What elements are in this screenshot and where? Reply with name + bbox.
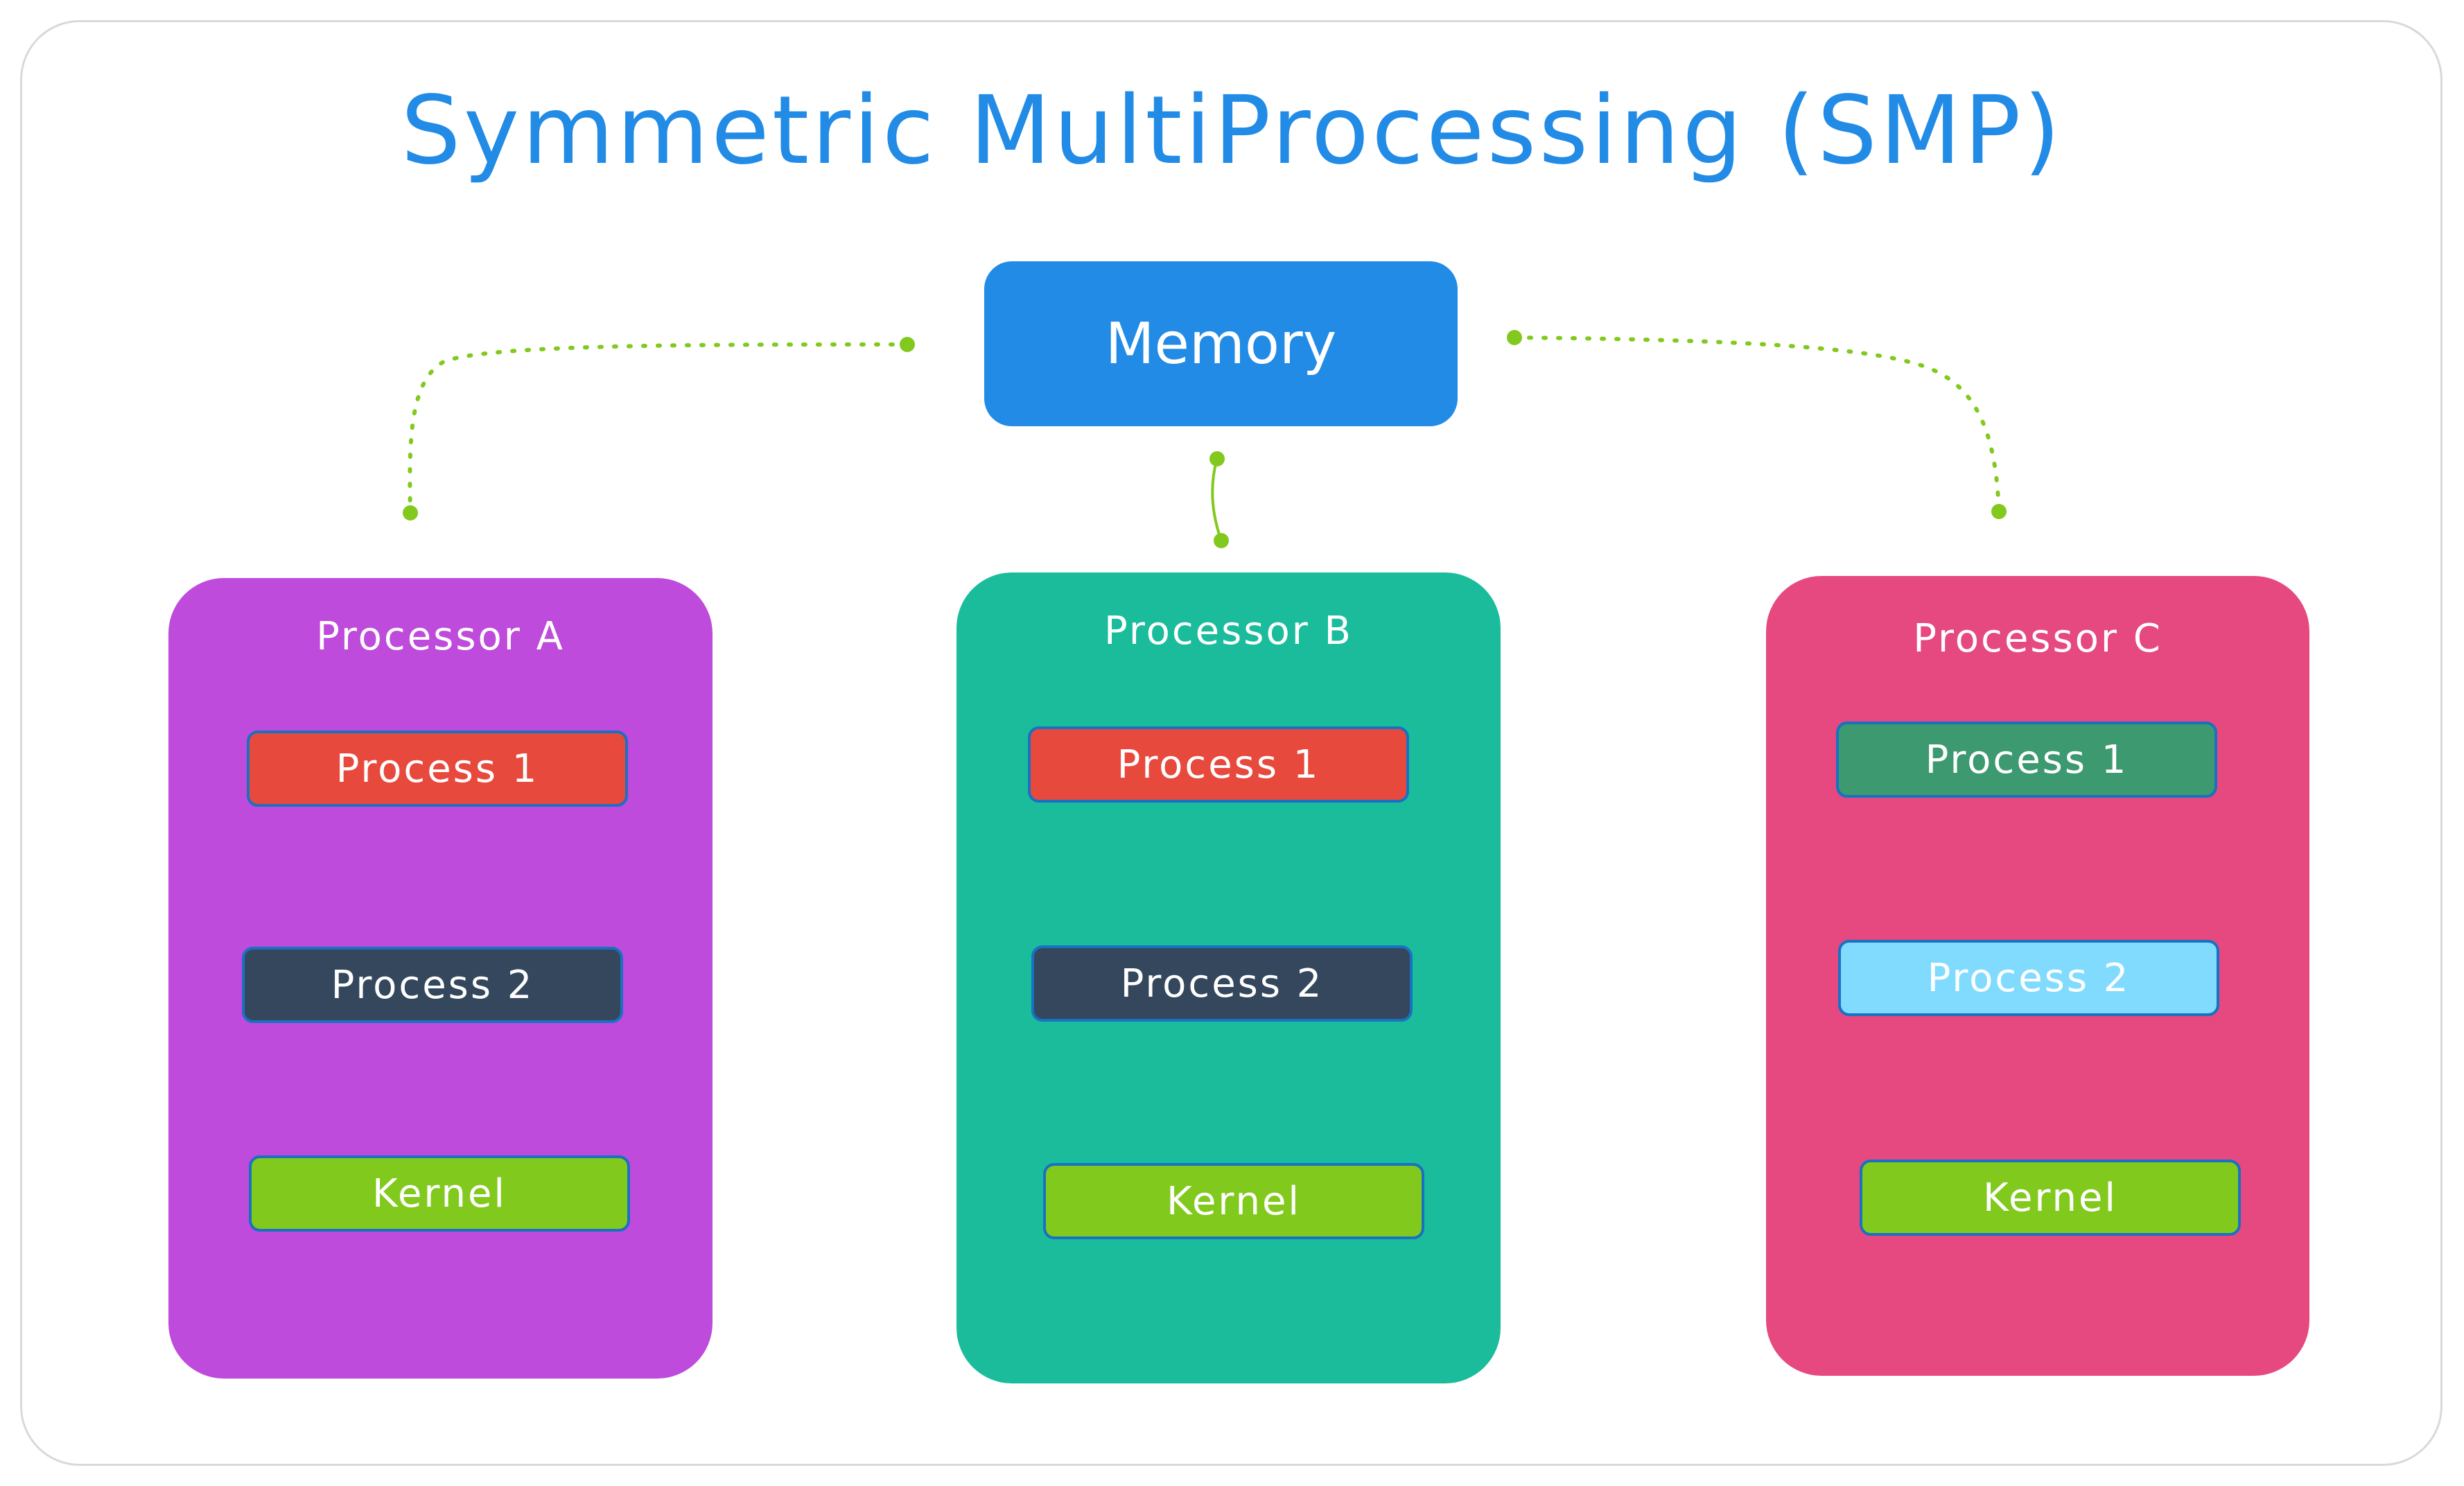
connector-c-end-top <box>1507 330 1522 345</box>
connector-a-end-bottom <box>403 505 418 521</box>
processor-b-process-1: Process 1 <box>1028 726 1409 803</box>
process-label: Process 1 <box>335 746 539 792</box>
processor-b: Processor B Process 1 Process 2 Kernel <box>956 572 1501 1383</box>
kernel-label: Kernel <box>372 1171 507 1216</box>
processor-c-label: Processor C <box>1913 616 2162 661</box>
processor-a-process-1: Process 1 <box>247 731 628 807</box>
process-label: Process 2 <box>1120 961 1324 1006</box>
memory-label: Memory <box>1105 311 1337 377</box>
process-label: Process 2 <box>1927 955 2131 1001</box>
connector-memory-to-processor-b <box>1211 457 1223 542</box>
process-label: Process 1 <box>1925 737 2129 783</box>
process-label: Process 1 <box>1117 742 1320 787</box>
process-label: Process 2 <box>331 962 534 1008</box>
connector-memory-to-processor-a <box>408 342 909 515</box>
processor-a-kernel: Kernel <box>249 1155 630 1232</box>
connector-c-end-bottom <box>1991 504 2007 519</box>
connector-b-end-top <box>1209 451 1225 466</box>
memory-box: Memory <box>984 261 1458 426</box>
connector-memory-to-processor-c <box>1512 335 2001 514</box>
processor-a-label: Processor A <box>316 614 565 659</box>
kernel-label: Kernel <box>1983 1175 2117 1221</box>
processor-b-label: Processor B <box>1104 609 1353 654</box>
processor-c: Processor C Process 1 Process 2 Kernel <box>1766 576 2309 1376</box>
diagram-title: Symmetric MultiProcessing (SMP) <box>401 76 2063 186</box>
processor-c-kernel: Kernel <box>1860 1160 2241 1236</box>
processor-b-process-2: Process 2 <box>1031 945 1413 1022</box>
processor-a: Processor A Process 1 Process 2 Kernel <box>168 578 713 1379</box>
kernel-label: Kernel <box>1167 1178 1301 1224</box>
processor-c-process-1: Process 1 <box>1836 722 2217 798</box>
connector-a-end-top <box>900 337 915 352</box>
processor-c-process-2: Process 2 <box>1838 940 2219 1016</box>
processor-b-kernel: Kernel <box>1043 1163 1424 1239</box>
connector-b-end-bottom <box>1214 533 1229 548</box>
processor-a-process-2: Process 2 <box>242 947 623 1023</box>
